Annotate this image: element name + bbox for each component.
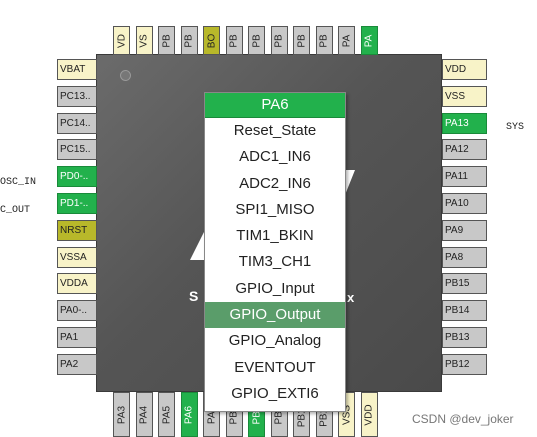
pin-nrst[interactable]: NRST	[57, 219, 97, 241]
pin-pc14[interactable]: PC14..	[57, 112, 97, 134]
pin-pa6[interactable]: PA6	[180, 392, 198, 437]
pin-pa12[interactable]: PA12	[442, 139, 487, 161]
pin-label: PA5	[161, 405, 172, 424]
pin-bo[interactable]: BO	[203, 26, 220, 55]
pin-pc15[interactable]: PC15..	[57, 139, 97, 161]
pin-label: PA	[363, 34, 375, 47]
menu-item-reset-state[interactable]: Reset_State	[233, 122, 317, 139]
pin-pb[interactable]: PB	[180, 26, 198, 55]
pin-pb[interactable]: PB	[270, 26, 288, 55]
pin-pa4[interactable]: PA4	[135, 392, 153, 437]
menu-item-eventout[interactable]: EVENTOUT	[234, 358, 316, 376]
pin-vbat[interactable]: VBAT	[57, 59, 97, 80]
pin-label: PB	[273, 33, 285, 48]
pin-label: VDD	[363, 403, 375, 426]
menu-item-tim1-bkin[interactable]: TIM1_BKIN	[236, 227, 314, 245]
pin-label: PA3	[116, 405, 127, 424]
signal-label-osc-out: C_OUT	[0, 205, 31, 216]
pin-label: PB	[161, 33, 172, 48]
watermark: CSDN @dev_joker	[410, 412, 516, 426]
pin-label: PB	[228, 33, 240, 48]
pin1-marker-icon	[120, 70, 131, 81]
pin-pd1[interactable]: PD1-..	[57, 193, 97, 214]
pin-pb[interactable]: PB	[158, 26, 175, 55]
pin-label: BO	[206, 33, 217, 48]
menu-item-gpio-exti6[interactable]: GPIO_EXTI6	[231, 384, 319, 402]
menu-item-gpio-output[interactable]: GPIO_Output	[205, 302, 345, 329]
pin-label: VS	[138, 33, 150, 48]
pin-label: PB	[251, 33, 262, 48]
pin-pa2[interactable]: PA2	[57, 353, 97, 375]
pin-label: PA4	[138, 405, 150, 424]
pin-pb[interactable]: PB	[248, 26, 265, 55]
pin-vdd[interactable]: VDD	[360, 392, 378, 437]
pin-label: PA6	[183, 405, 195, 424]
pin-label: PA	[341, 34, 352, 47]
menu-item-spi1-miso[interactable]: SPI1_MISO	[235, 200, 315, 218]
pin-label: PB	[318, 33, 330, 48]
pin-pa0[interactable]: PA0-..	[57, 300, 97, 322]
pin-vdda[interactable]: VDDA	[57, 273, 97, 295]
pin-label: VD	[116, 33, 127, 48]
pin-pb13[interactable]: PB13	[442, 327, 487, 348]
pin-pb12[interactable]: PB12	[442, 353, 487, 375]
pin-label: PB	[296, 33, 307, 48]
pin-vs[interactable]: VS	[135, 26, 153, 55]
pin-pa9[interactable]: PA9	[442, 219, 487, 241]
pin-pb[interactable]: PB	[225, 26, 243, 55]
pin-pa13[interactable]: PA13	[442, 112, 487, 134]
pin-pa[interactable]: PA	[360, 26, 378, 55]
pin-pb[interactable]: PB	[315, 26, 333, 55]
chip-name-left: S	[189, 288, 199, 304]
pin-pa5[interactable]: PA5	[158, 392, 175, 437]
pin-pa11[interactable]: PA11	[442, 166, 487, 188]
pin-pa[interactable]: PA	[338, 26, 355, 55]
pin-pb14[interactable]: PB14	[442, 300, 487, 322]
pin-pb[interactable]: PB	[293, 26, 310, 55]
pin-vdd[interactable]: VDD	[442, 59, 487, 80]
pin-vd[interactable]: VD	[113, 26, 130, 55]
pin-pd0[interactable]: PD0-..	[57, 166, 97, 188]
pin-pc13[interactable]: PC13..	[57, 85, 97, 107]
pin-vss[interactable]: VSS	[442, 85, 487, 107]
menu-item-adc2-in6[interactable]: ADC2_IN6	[239, 174, 311, 192]
signal-label-osc-in: OSC_IN	[0, 177, 37, 188]
pin-pa8[interactable]: PA8	[442, 246, 487, 268]
pin-pa3[interactable]: PA3	[113, 392, 130, 437]
pin-pb15[interactable]: PB15	[442, 273, 487, 295]
menu-item-adc1-in6[interactable]: ADC1_IN6	[239, 148, 311, 166]
pin-label: PB	[183, 33, 195, 48]
chip-name-right: x	[347, 290, 355, 305]
menu-item-tim3-ch1[interactable]: TIM3_CH1	[238, 253, 312, 271]
pin-vssa[interactable]: VSSA	[57, 246, 97, 268]
signal-label-sys: SYS	[506, 122, 525, 133]
menu-title-pa6: PA6	[205, 93, 345, 118]
menu-item-gpio-input[interactable]: GPIO_Input	[235, 279, 315, 297]
menu-item-gpio-analog[interactable]: GPIO_Analog	[228, 332, 322, 350]
pin-pa10[interactable]: PA10	[442, 193, 487, 214]
pin-pa1[interactable]: PA1	[57, 327, 97, 348]
